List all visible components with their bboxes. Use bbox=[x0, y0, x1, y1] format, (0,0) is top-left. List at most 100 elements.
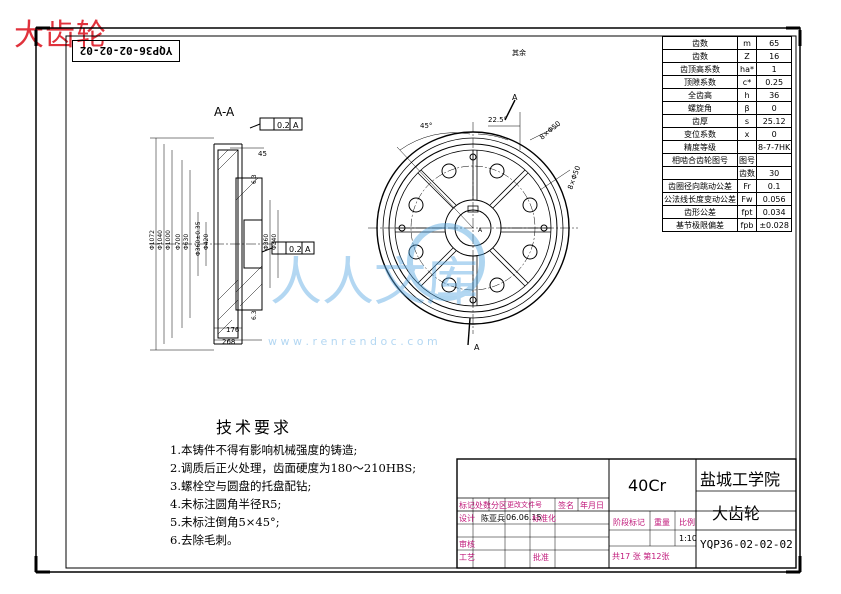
dim-45: 45 bbox=[258, 150, 267, 158]
param-symbol: m bbox=[737, 36, 757, 50]
param-name: 基节极限偏差 bbox=[662, 218, 738, 232]
param-name: 齿数 bbox=[662, 49, 738, 63]
angle-45: 45° bbox=[420, 122, 432, 130]
tb-header: 标记 bbox=[459, 501, 475, 510]
tb-header: 分区 bbox=[491, 501, 507, 510]
tb-header: 年月日 bbox=[580, 501, 604, 510]
approve-label: 批准 bbox=[533, 553, 549, 562]
designer: 陈亚兵 bbox=[481, 514, 505, 523]
holes-right: 8×Φ50 bbox=[566, 165, 582, 191]
param-symbol bbox=[737, 140, 757, 154]
corner-marks bbox=[34, 26, 802, 574]
scale-value: 1:10 bbox=[679, 534, 697, 543]
section-label: A-A bbox=[214, 105, 235, 119]
dim-mid: Φ340 bbox=[271, 234, 278, 250]
param-value: 0.1 bbox=[755, 179, 793, 193]
tech-line: 4.未标注圆角半径R5; bbox=[170, 497, 282, 511]
param-value: 1 bbox=[755, 62, 793, 76]
title-block-lines bbox=[456, 458, 797, 569]
param-name bbox=[662, 166, 738, 180]
dim-left: Φ1040 bbox=[157, 230, 164, 250]
dim-176: 176 bbox=[226, 326, 240, 334]
dim-left: Φ1072 bbox=[149, 230, 156, 250]
surface-mark: 6.3 bbox=[251, 174, 258, 184]
design-label: 设计 bbox=[459, 514, 475, 523]
param-symbol: c* bbox=[737, 75, 757, 89]
tech-line: 5.未标注倒角5×45°; bbox=[170, 515, 280, 529]
review-label: 审核 bbox=[459, 540, 475, 549]
tb-header: 处数 bbox=[475, 501, 491, 510]
param-name: 螺旋角 bbox=[662, 101, 738, 115]
param-value: 30 bbox=[755, 166, 793, 180]
param-value bbox=[755, 153, 793, 167]
param-symbol: ha* bbox=[737, 62, 757, 76]
param-name: 顶隙系数 bbox=[662, 75, 738, 89]
tol-mid-datum: A bbox=[305, 245, 311, 254]
param-row: 精度等级 8-7-7HK bbox=[662, 140, 793, 154]
weight-label: 重量 bbox=[654, 518, 670, 527]
drawing-number-top: YQP36-02-02-02 bbox=[72, 40, 180, 62]
param-name: 齿数 bbox=[662, 36, 738, 50]
tech-line: 6.去除毛刺。 bbox=[170, 533, 239, 547]
dim-left: Φ1000 bbox=[165, 230, 172, 250]
dim-left: Φ420 bbox=[203, 234, 210, 250]
param-value: 25.12 bbox=[755, 114, 793, 128]
param-name: 精度等级 bbox=[662, 140, 738, 154]
stage-label: 阶段标记 bbox=[613, 518, 645, 527]
param-value: 8-7-7HK bbox=[755, 140, 793, 154]
holes-top: 8×Φ50 bbox=[538, 119, 562, 141]
param-name: 齿顶高系数 bbox=[662, 62, 738, 76]
param-value: 36 bbox=[755, 88, 793, 102]
school-name: 盐城工学院 bbox=[700, 470, 781, 489]
rough-remain: 其余 bbox=[512, 48, 526, 57]
tol-top-value: 0.2 bbox=[277, 121, 290, 130]
tol-top-datum: A bbox=[293, 121, 299, 130]
dim-left: Φ630 bbox=[183, 234, 190, 250]
part-name: 大齿轮 bbox=[712, 504, 761, 523]
inner-border bbox=[65, 35, 797, 569]
param-name: 齿形公差 bbox=[662, 205, 738, 219]
section-arrow-label: A bbox=[512, 93, 518, 102]
left-diameter-labels: Φ1072 Φ1040 Φ1000 Φ700 Φ630 Φ360±0.35 Φ4… bbox=[149, 174, 278, 320]
scale-label: 比例 bbox=[679, 518, 695, 527]
watermark-url: w w w . r e n r e n d o c . c o m bbox=[268, 335, 438, 348]
section-view bbox=[150, 117, 315, 351]
dim-mid: Φ360 bbox=[263, 234, 270, 250]
param-value: 0.25 bbox=[755, 75, 793, 89]
watermark: 人人文库 w w w . r e n r e n d o c . c o m bbox=[268, 223, 485, 348]
param-symbol: Fr bbox=[737, 179, 757, 193]
param-symbol: β bbox=[737, 101, 757, 115]
param-value: 0.034 bbox=[755, 205, 793, 219]
param-value: 16 bbox=[755, 49, 793, 63]
surface-mark: 6.3 bbox=[251, 310, 258, 320]
tech-line: 1.本铸件不得有影响机械强度的铸造; bbox=[170, 443, 358, 457]
process-label: 工艺 bbox=[459, 553, 475, 562]
watermark-text: 人人文库 bbox=[270, 253, 478, 313]
param-symbol: 图号 bbox=[737, 153, 757, 167]
param-symbol: h bbox=[737, 88, 757, 102]
dim-268: 268 bbox=[222, 338, 235, 346]
section-arrow-label: A bbox=[474, 343, 480, 352]
tech-line: 2.调质后正火处理，齿面硬度为180～210HBS; bbox=[170, 461, 417, 475]
param-name: 齿厚 bbox=[662, 114, 738, 128]
param-name: 相啮合齿轮图号 bbox=[662, 153, 738, 167]
param-name: 全齿高 bbox=[662, 88, 738, 102]
angle-22-5: 22.5° bbox=[488, 116, 507, 124]
tol-mid-value: 0.2 bbox=[289, 245, 302, 254]
param-symbol: fpt bbox=[737, 205, 757, 219]
front-view-labels: 45° 22.5° 8×Φ50 8×Φ50 其余 bbox=[420, 48, 582, 191]
param-symbol: fpb bbox=[737, 218, 757, 232]
